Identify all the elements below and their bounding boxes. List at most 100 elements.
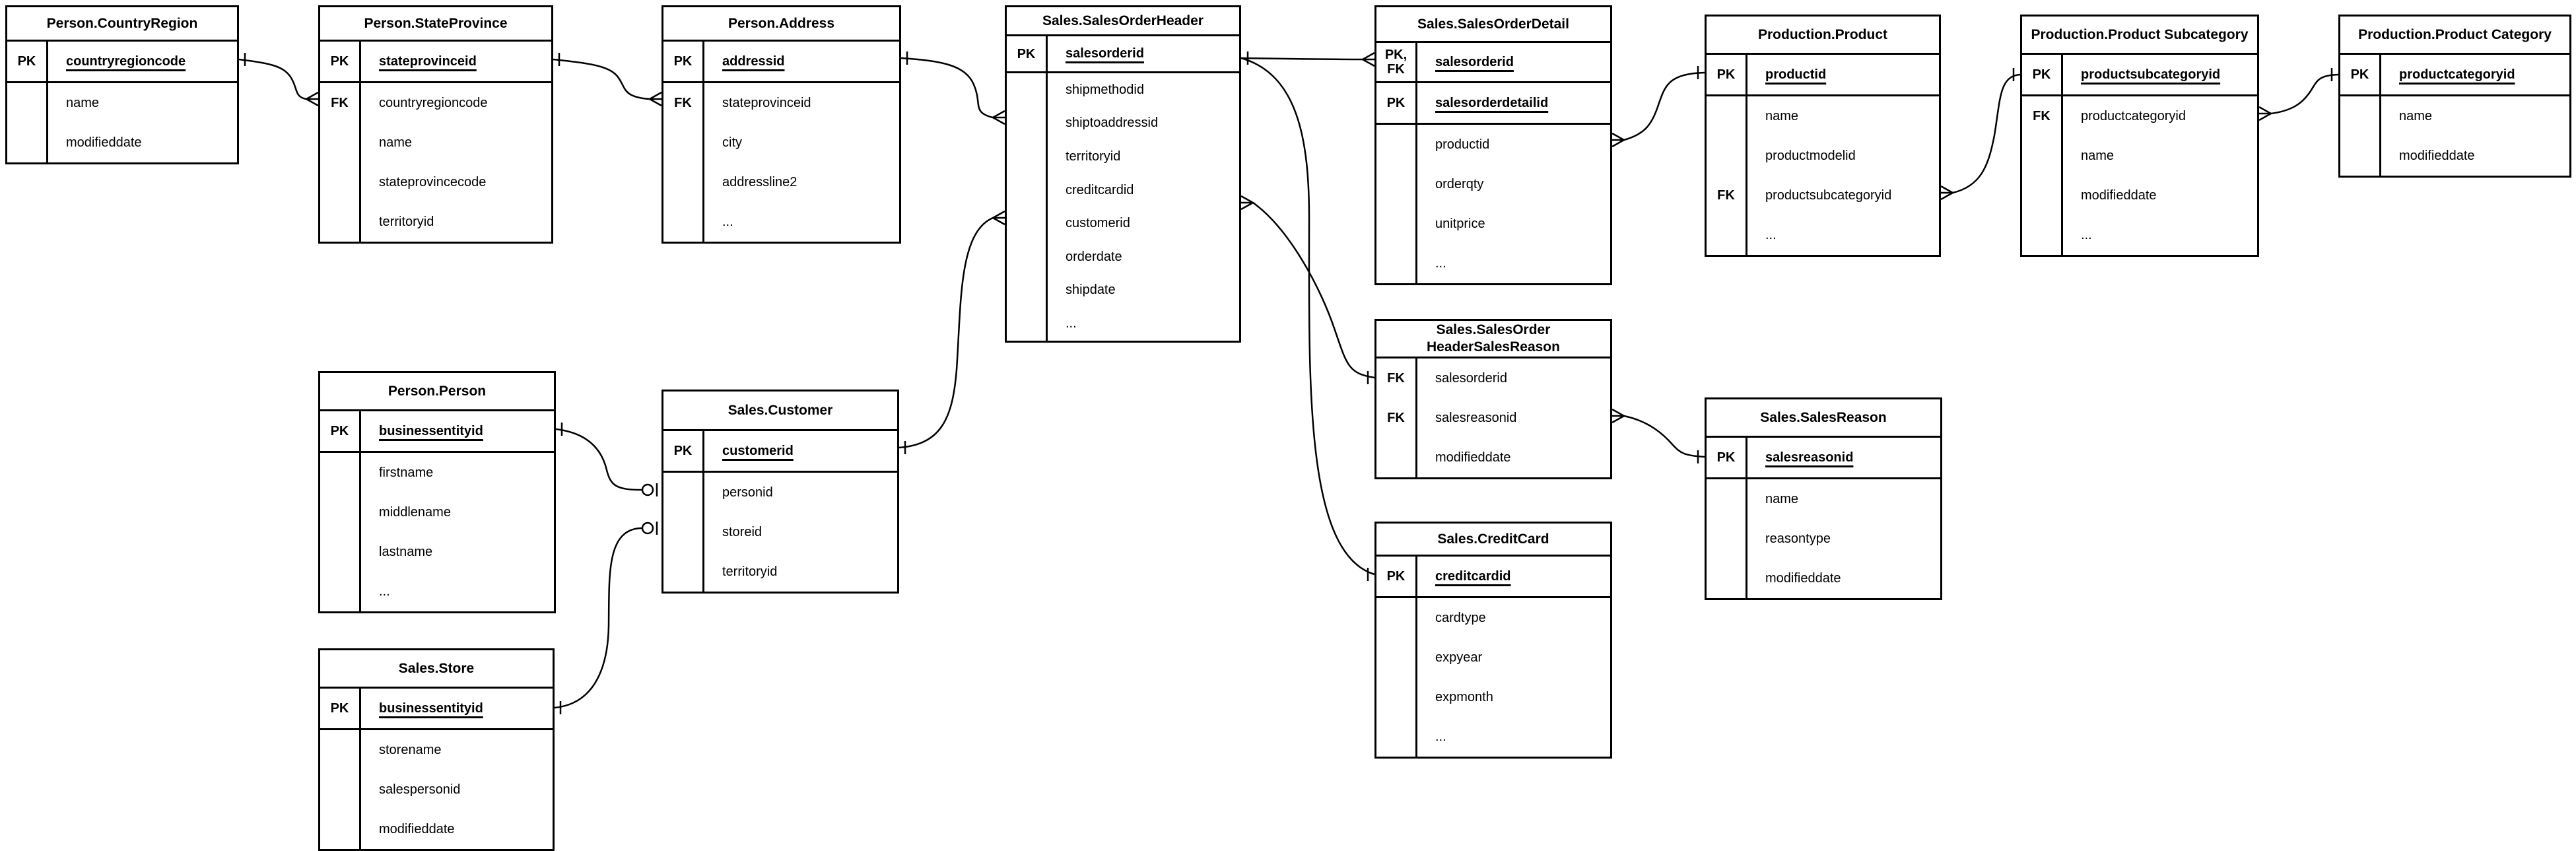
field-name: salesorderdetailid: [1435, 95, 1549, 110]
field-name: shipmethodid: [1066, 82, 1144, 97]
key-badge-empty: [1007, 240, 1048, 274]
field-row: productid: [1376, 125, 1610, 164]
entity-title: Person.CountryRegion: [7, 7, 237, 42]
key-badge-empty: [320, 730, 361, 770]
field-name: productcategoryid: [2399, 67, 2515, 82]
key-badge: FK: [1376, 358, 1417, 398]
relationship-salesorderheader-salesorderdetail[interactable]: [1240, 51, 1375, 67]
relationship-stateprovince-address[interactable]: [553, 53, 662, 107]
field-row: modifieddate: [7, 123, 237, 162]
entity-title: Person.Address: [663, 7, 899, 42]
relationship-productsubcategory-productcategory[interactable]: [2258, 68, 2339, 121]
field-row: modifieddate: [2340, 136, 2569, 176]
field-row: FK countryregioncode: [320, 83, 551, 123]
key-badge: FK: [1707, 176, 1747, 215]
field-name: lastname: [379, 544, 433, 559]
field-name: countryregioncode: [66, 53, 186, 69]
field-row: ...: [1376, 244, 1610, 283]
key-badge-empty: [663, 162, 704, 202]
field-name: ...: [1435, 255, 1446, 271]
relationship-salesorderheader-creditcard[interactable]: [1240, 57, 1375, 581]
field-row: territoryid: [320, 202, 551, 242]
relationship-salesorderheader-salesorderheadersalesreason[interactable]: [1240, 195, 1375, 384]
field-row: lastname: [320, 532, 554, 572]
key-badge: PK: [320, 42, 361, 81]
field-name: orderqty: [1435, 176, 1484, 191]
key-badge: PK: [1707, 55, 1747, 94]
key-badge-empty: [1376, 244, 1417, 283]
field-name: name: [2399, 108, 2433, 123]
relationship-line: [1240, 57, 1375, 576]
relationship-address-salesorderheader[interactable]: [900, 51, 1005, 125]
field-name: middlename: [379, 504, 451, 520]
field-row: reasontype: [1707, 519, 1940, 559]
field-name: salespersonid: [379, 782, 461, 797]
field-name: customerid: [1066, 216, 1130, 231]
field-name: countryregioncode: [379, 95, 488, 110]
key-badge-empty: [1007, 307, 1048, 341]
key-badge-empty: [320, 770, 361, 809]
field-name: expyear: [1435, 650, 1483, 665]
relationship-salesorderheadersalesreason-salesreason[interactable]: [1611, 408, 1705, 463]
relationship-line: [1952, 73, 2021, 194]
field-name: firstname: [379, 465, 434, 480]
field-name: modifieddate: [66, 135, 142, 150]
field-row: shipmethodid: [1007, 73, 1239, 107]
key-badge-empty: [320, 453, 361, 493]
key-badge: PK: [1707, 438, 1747, 477]
key-badge-empty: [2022, 136, 2063, 176]
field-name: productid: [1765, 67, 1827, 82]
relationship-product-productsubcategory[interactable]: [1940, 68, 2021, 201]
key-badge: FK: [2022, 96, 2063, 136]
key-badge: PK: [320, 689, 361, 728]
key-badge: FK: [320, 83, 361, 123]
relationship-line: [1623, 415, 1705, 458]
relationship-countryregion-stateprovince[interactable]: [238, 53, 319, 107]
key-badge-empty: [1376, 677, 1417, 717]
field-row: storeid: [663, 512, 897, 552]
field-row: territoryid: [1007, 140, 1239, 174]
relationship-customer-salesorderheader[interactable]: [898, 210, 1005, 454]
relationship-line: [898, 217, 994, 449]
field-name: orderdate: [1066, 249, 1122, 264]
entity-title: Sales.CreditCard: [1376, 524, 1610, 557]
field-row: cardtype: [1376, 598, 1610, 638]
key-badge-empty: [1376, 598, 1417, 638]
key-badge-empty: [1376, 717, 1417, 757]
field-name: ...: [1435, 729, 1446, 744]
key-badge: PK: [1007, 36, 1048, 71]
relationship-salesorderdetail-product[interactable]: [1611, 66, 1705, 148]
